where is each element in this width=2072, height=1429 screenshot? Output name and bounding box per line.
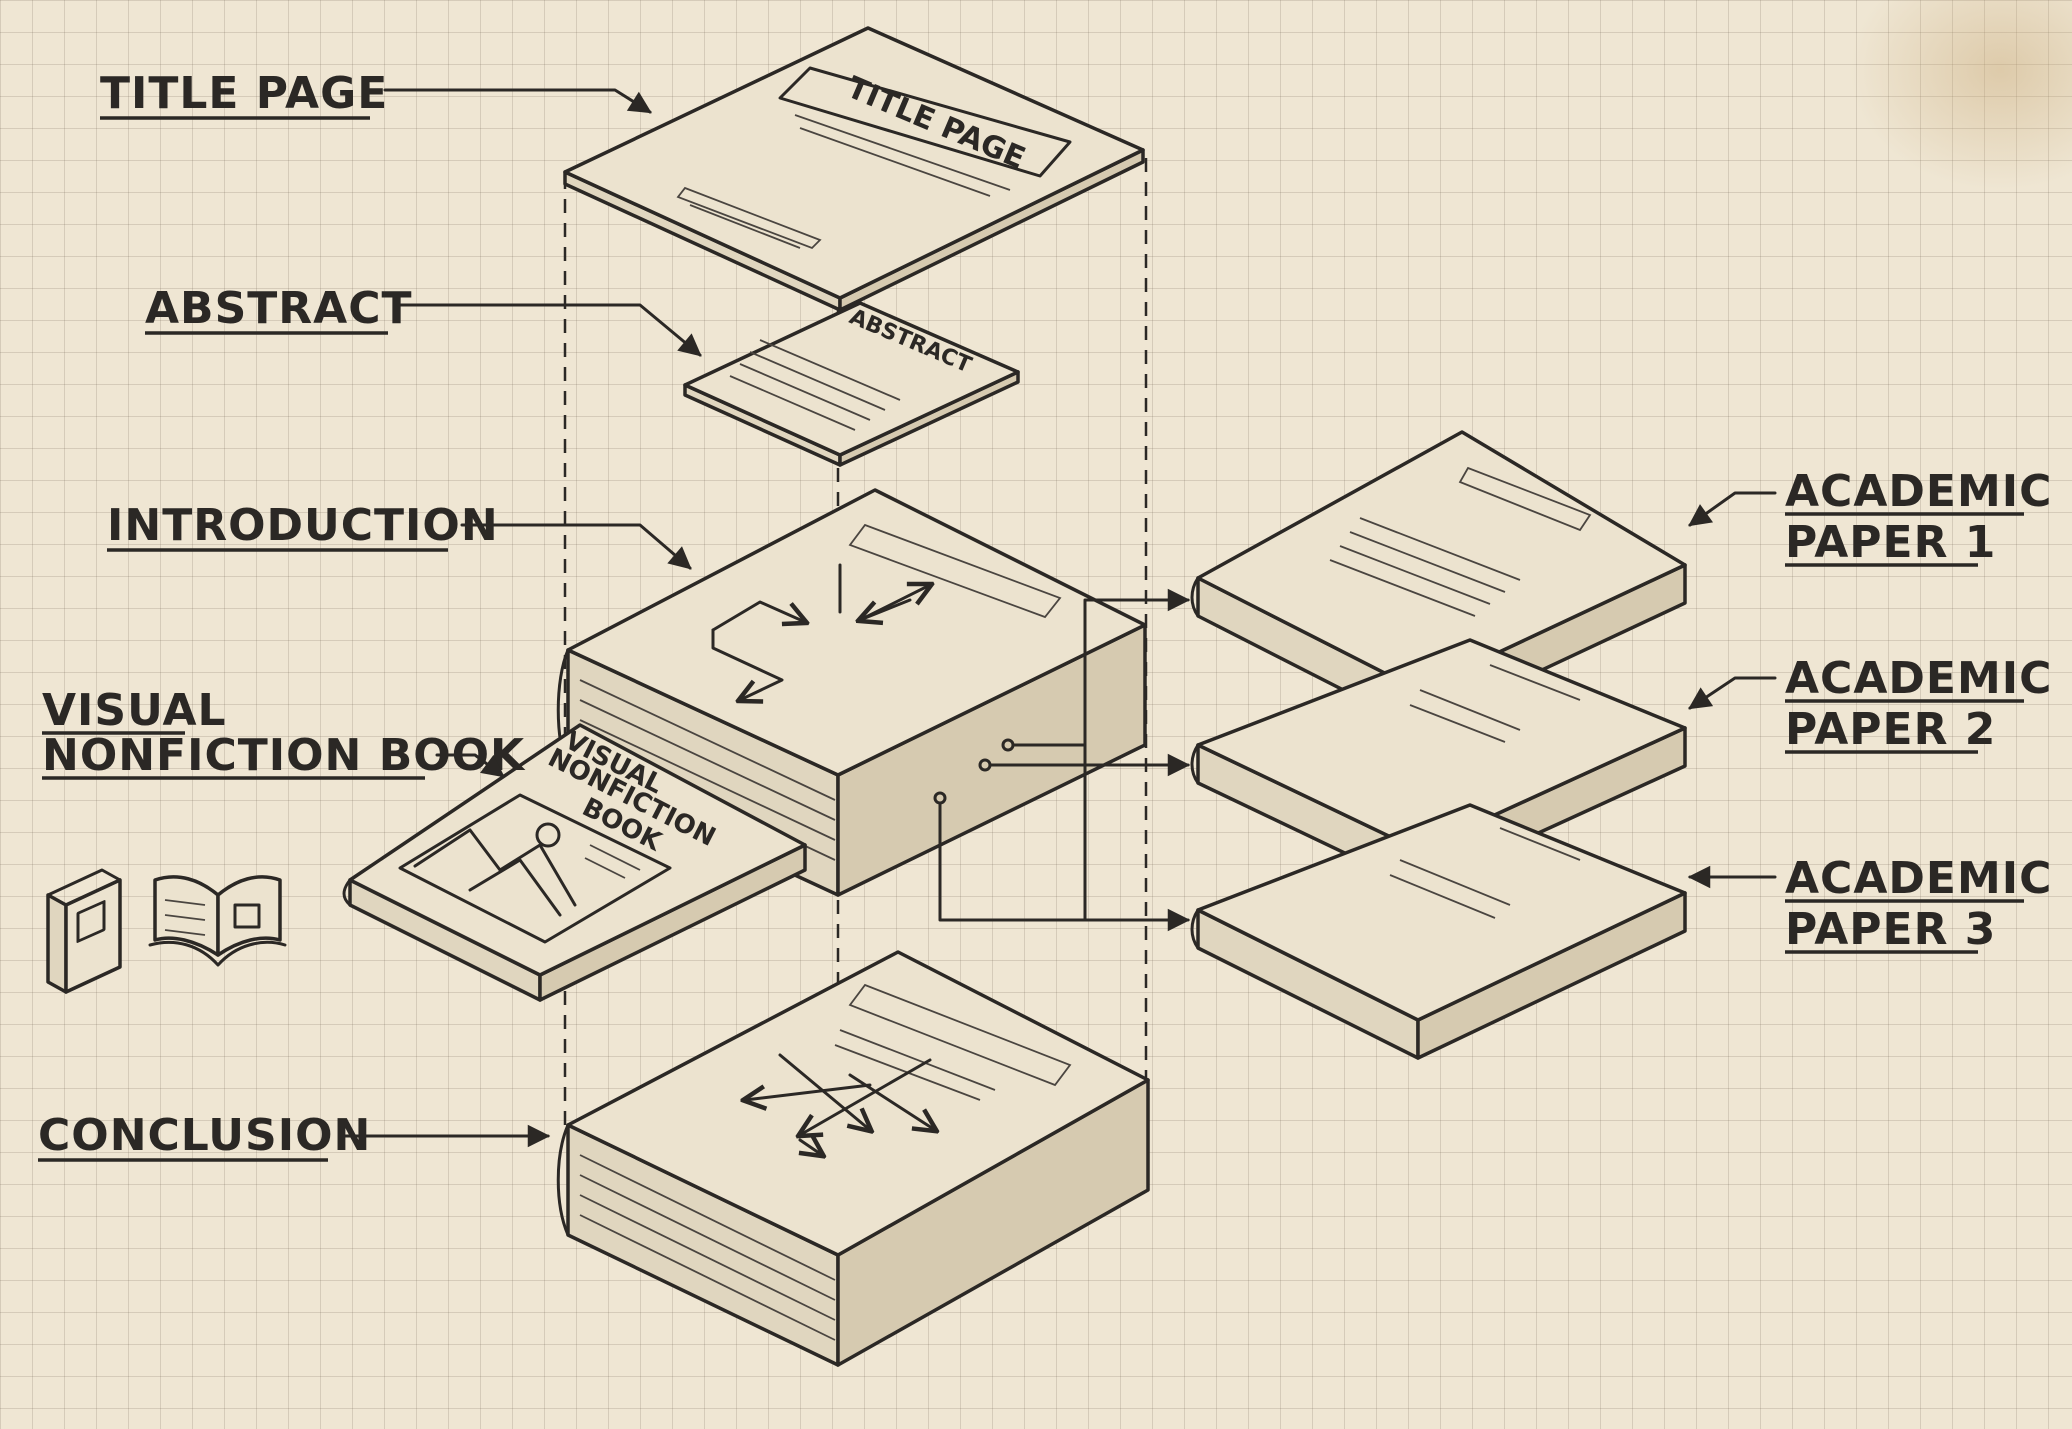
label-academic-paper-3: ACADEMIC PAPER 3 <box>1687 853 2052 955</box>
label-paper2-line2: PAPER 2 <box>1785 704 1996 755</box>
closed-book-icon <box>46 868 122 994</box>
label-academic-paper-1: ACADEMIC PAPER 1 <box>1688 466 2052 568</box>
label-visual-book-line1: VISUAL <box>42 685 227 736</box>
label-paper3-line2: PAPER 3 <box>1785 904 1996 955</box>
label-introduction-text: INTRODUCTION <box>107 500 499 551</box>
open-book-icon <box>148 875 287 967</box>
label-conclusion: CONCLUSION <box>38 1110 551 1162</box>
label-paper1-line2: PAPER 1 <box>1785 517 1996 568</box>
label-paper3-line1: ACADEMIC <box>1785 853 2052 904</box>
visual-nonfiction-book: VISUAL NONFICTION BOOK <box>342 723 807 1002</box>
label-abstract-text: ABSTRACT <box>145 283 413 334</box>
label-paper1-line1: ACADEMIC <box>1785 466 2052 517</box>
label-introduction: INTRODUCTION <box>107 500 692 570</box>
stain-mark <box>1850 0 2072 190</box>
label-title-page-text: TITLE PAGE <box>100 68 388 119</box>
abstract-sheet: ABSTRACT <box>683 301 1020 467</box>
title-page-sheet: TITLE PAGE <box>563 26 1145 312</box>
label-visual-nonfiction-book: VISUAL NONFICTION BOOK <box>42 685 525 781</box>
label-title-page: TITLE PAGE <box>100 68 652 120</box>
label-academic-paper-2: ACADEMIC PAPER 2 <box>1688 653 2052 755</box>
academic-paper-3-book <box>1190 803 1687 1060</box>
conclusion-book <box>556 950 1150 1367</box>
label-paper2-line1: ACADEMIC <box>1785 653 2052 704</box>
label-conclusion-text: CONCLUSION <box>38 1110 371 1161</box>
paper-connectors <box>938 588 1191 932</box>
label-abstract: ABSTRACT <box>145 283 702 357</box>
